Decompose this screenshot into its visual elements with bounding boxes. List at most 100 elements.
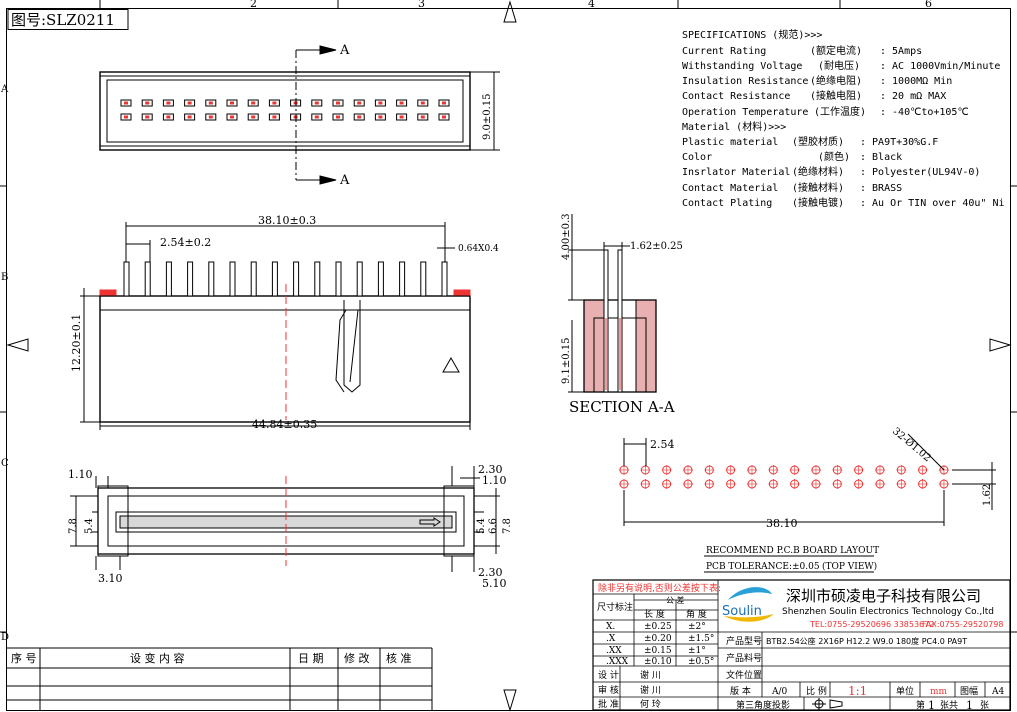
spec-cn: (接触电阻) xyxy=(810,89,862,102)
header-pin xyxy=(208,261,215,297)
dim-bottom: 3.10 xyxy=(98,572,123,585)
page-mid: 张共 xyxy=(940,700,958,711)
page-no: 1 xyxy=(928,699,935,712)
logo-swoosh-icon xyxy=(724,614,774,622)
header-pin xyxy=(356,261,363,297)
dim-bottom: 2.30 xyxy=(478,566,503,579)
tolerance-len: ±0.25 xyxy=(644,622,672,632)
tolerance-header: 公 差 xyxy=(666,595,685,605)
spec-cn: (耐电压) xyxy=(818,59,860,72)
tolerance-label: 尺寸标注 xyxy=(597,601,633,613)
design-name: 谢 川 xyxy=(640,669,661,681)
grid-row-label: A xyxy=(0,84,9,95)
tolerance-key: X. xyxy=(606,622,615,632)
material-no-label: 产品料号 xyxy=(726,652,762,664)
material-value: : Au Or TIN over 40u" Ni xyxy=(860,198,1005,209)
header-pin xyxy=(271,261,278,297)
header-pin xyxy=(293,261,300,297)
pin-contact xyxy=(336,101,340,105)
material-value: : Polyester(UL94V-0) xyxy=(860,167,980,178)
material-cn: (颜色) xyxy=(818,150,850,163)
tolerance-col-len: 长 度 xyxy=(644,608,665,620)
pin-contact xyxy=(420,115,425,119)
revision-col: 日 期 xyxy=(298,652,324,665)
pin-contact xyxy=(399,115,404,119)
top-view xyxy=(99,45,500,185)
pin-contact xyxy=(272,101,277,105)
material-label: Insrlator Material xyxy=(682,167,790,178)
pin-contact xyxy=(251,115,256,119)
dim-pcb-pitch: 2.54 xyxy=(650,438,675,451)
material-label: Contact Plating xyxy=(682,198,772,209)
spec-cn: (绝缘电阻) xyxy=(810,74,862,87)
revision-col: 修 改 xyxy=(344,651,370,665)
section-view xyxy=(568,214,657,393)
dim-bottom: 7.8 xyxy=(68,518,79,534)
header-pin xyxy=(123,261,130,297)
revision-table xyxy=(6,647,433,710)
dim-bottom: 5.4 xyxy=(84,518,95,534)
version: A/0 xyxy=(771,687,788,697)
dim-pcb-holes: 32-Ø1.02 xyxy=(890,426,933,464)
logo-swoosh-icon xyxy=(728,587,772,600)
product-model: BTB2.54公座 2X16P H12.2 W9.0 180度 PC4.0 PA… xyxy=(766,636,967,646)
dim-bottom: 1.10 xyxy=(68,468,93,481)
company-name-cn: 深圳市硕凌电子科技有限公司 xyxy=(786,587,981,605)
pin-contact xyxy=(208,115,213,119)
size: A4 xyxy=(991,687,1004,697)
dim-pin-span: 38.10±0.3 xyxy=(258,214,316,227)
pcb-title: RECOMMEND P.C.B BOARD LAYOUT xyxy=(706,546,879,556)
dim-bottom: 5.4 xyxy=(476,518,487,534)
page-total: 1 xyxy=(966,699,973,712)
company-name-en: Shenzhen Soulin Electronics Technology C… xyxy=(782,607,994,617)
pin-contact xyxy=(166,115,171,119)
pin-contact xyxy=(378,101,383,105)
grid-col-label: 2 xyxy=(250,0,257,10)
spec-label: Operation Temperature xyxy=(682,107,808,118)
approve-label: 批 准 xyxy=(598,698,619,710)
spec-label: Contact Resistance xyxy=(682,91,790,102)
revision-col: 设 变 内 容 xyxy=(130,651,185,665)
dim-front-height: 12.20±0.1 xyxy=(70,314,83,372)
pin-contact xyxy=(145,115,150,119)
grid-col-label: 4 xyxy=(588,0,595,10)
spec-cn: (额定电流) xyxy=(810,44,862,57)
version-label: 版 本 xyxy=(730,685,751,697)
tolerance-note: 除非另有说明,否则公差按下表: xyxy=(598,582,721,594)
pcb-tolerance: PCB TOLERANCE:±0.05 xyxy=(706,562,820,572)
pin-contact xyxy=(420,101,425,105)
pin-contact xyxy=(357,101,362,105)
drawing-number: 图号:SLZ0211 xyxy=(11,11,115,29)
spec-value: : 20 mΩ MAX xyxy=(880,91,946,102)
specifications: SPECIFICATIONS (规范)>>> Current Rating (额… xyxy=(682,28,1005,209)
spec-value: : 5Amps xyxy=(880,46,922,57)
material-label: Color xyxy=(682,152,712,163)
dim-pcb-span: 38.10 xyxy=(766,517,798,530)
header-pin xyxy=(144,261,151,297)
pin-contact xyxy=(124,115,128,119)
material-cn: (塑胶材质) xyxy=(792,135,844,148)
grid-col-label: 3 xyxy=(418,0,425,10)
spec-label: Current Rating xyxy=(682,46,766,57)
header-pin xyxy=(377,261,384,297)
tolerance-key: .XXX xyxy=(606,657,629,667)
pin-contact xyxy=(399,101,404,105)
material-cn: (绝缘材料) xyxy=(792,165,844,178)
logo-text: Soulin xyxy=(722,604,762,619)
center-arrow-icon xyxy=(6,338,29,352)
company-fax: FAX:0755-29520798 xyxy=(922,620,1003,629)
tolerance-ang: ±2° xyxy=(688,622,706,632)
dim-pin-width: 0.64X0.4 xyxy=(458,244,499,254)
dim-side-pin-width: 1.62±0.25 xyxy=(630,241,683,252)
pin-contact xyxy=(378,115,383,119)
review-label: 审 核 xyxy=(598,684,619,696)
material-heading: Material (材料)>>> xyxy=(682,120,786,133)
tolerance-key: .X xyxy=(606,634,616,644)
pin-contact xyxy=(124,101,128,105)
unit-label: 单位 xyxy=(896,685,914,697)
pin-contact xyxy=(357,115,362,119)
dim-bottom: 6.6 xyxy=(488,518,499,534)
pcb-layout xyxy=(619,433,996,573)
company-logo: Soulin xyxy=(722,587,774,622)
tolerance-col-ang: 角 度 xyxy=(686,608,707,620)
